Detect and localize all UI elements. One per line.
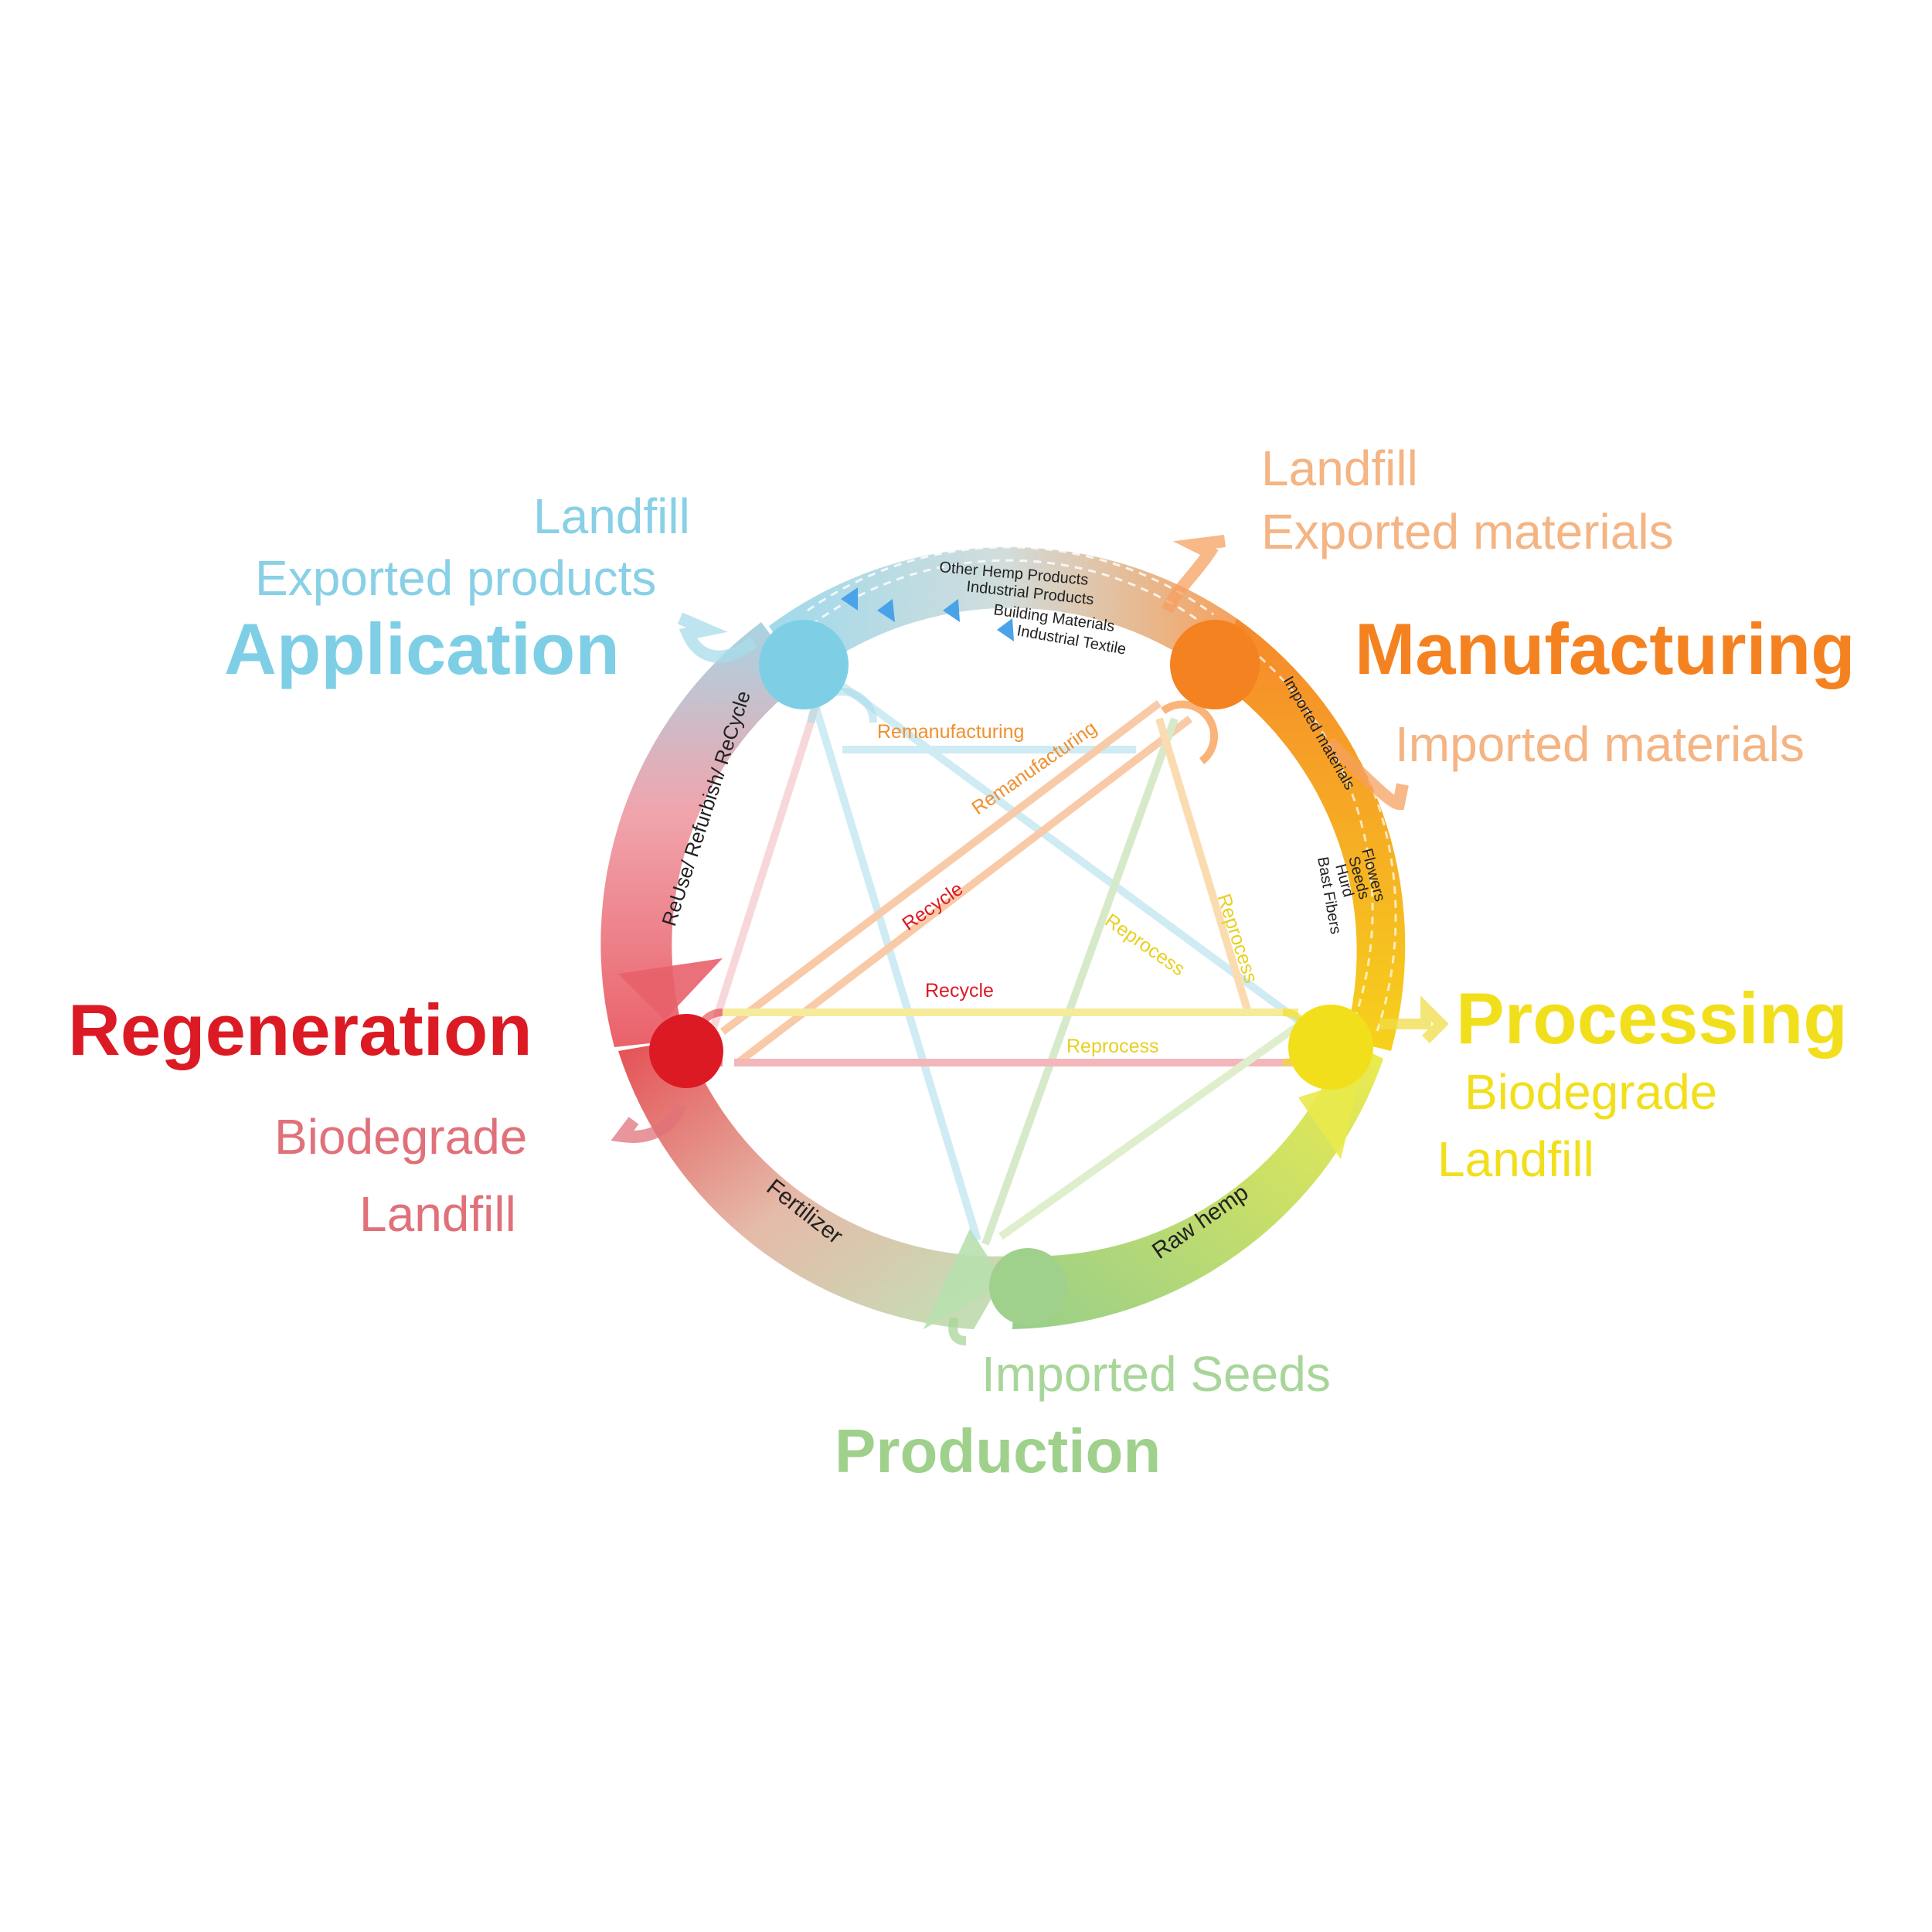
production-inflow [948, 1316, 967, 1345]
manufacturing-outflow [1161, 535, 1226, 614]
arrowhead-fertilizer [923, 1229, 1005, 1329]
manufacturing-imported: Imported materials [1395, 716, 1804, 772]
processing-outflow [1379, 995, 1449, 1043]
regeneration-landfill: Landfill [359, 1186, 516, 1242]
regeneration-title: Regeneration [68, 989, 532, 1070]
top-arc-arrows [841, 587, 1014, 641]
io-labels: Landfill Exported products Landfill Expo… [255, 440, 1804, 1402]
flow-label-reprocess-1: Reprocess [1101, 910, 1189, 980]
flow-manufacturing-regeneration [719, 700, 1162, 1035]
ring [600, 546, 1406, 1329]
regeneration-biodegrade: Biodegrade [274, 1109, 527, 1165]
flow-application-production [804, 679, 981, 1242]
arc-regeneration-application [600, 622, 804, 1047]
regeneration-outflow [611, 1103, 686, 1143]
flow-label-reprocess-2: Reprocess [1213, 891, 1262, 985]
flow-label-recycle-2: Recycle [925, 980, 994, 1002]
processing-node [1288, 1005, 1373, 1090]
application-node [759, 620, 849, 709]
flow-processing-production [998, 1016, 1308, 1240]
application-outflow [677, 612, 758, 663]
processing-biodegrade: Biodegrade [1464, 1064, 1717, 1120]
flow-label-remanufacturing-1: Remanufacturing [877, 721, 1024, 743]
production-imported: Imported Seeds [981, 1346, 1331, 1402]
external-flows [611, 535, 1449, 1345]
manufacturing-exported: Exported materials [1261, 504, 1674, 560]
flow-manufacturing-production [981, 717, 1179, 1246]
processing-title: Processing [1456, 978, 1848, 1059]
production-title: Production [835, 1417, 1161, 1485]
application-landfill: Landfill [533, 488, 690, 544]
processing-landfill: Landfill [1437, 1131, 1594, 1187]
inner-flows [707, 676, 1316, 1246]
manufacturing-landfill: Landfill [1261, 440, 1418, 496]
regeneration-node [649, 1014, 723, 1088]
top-arc-streams [799, 534, 1397, 1036]
flow-label-recycle-1: Recycle [898, 878, 967, 935]
manufacturing-node [1170, 620, 1260, 709]
production-node [989, 1248, 1066, 1325]
flow-manufacturing-regeneration-2 [735, 716, 1193, 1066]
application-title: Application [224, 608, 620, 689]
flow-label-reprocess-3: Reprocess [1066, 1036, 1159, 1057]
flow-application-regeneration [707, 694, 823, 1037]
arrowhead-reuse [618, 958, 723, 1020]
manufacturing-title: Manufacturing [1355, 608, 1855, 689]
arc-regeneration-production [618, 1039, 1016, 1329]
arc-manufacturing-processing [1217, 618, 1406, 1051]
manufacturing-inflow [1325, 737, 1409, 811]
flow-manufacturing-processing [1155, 717, 1252, 1014]
application-exported: Exported products [255, 550, 656, 606]
arc-processing-production [1012, 1039, 1383, 1329]
arrowhead-raw-hemp [1298, 1078, 1360, 1159]
